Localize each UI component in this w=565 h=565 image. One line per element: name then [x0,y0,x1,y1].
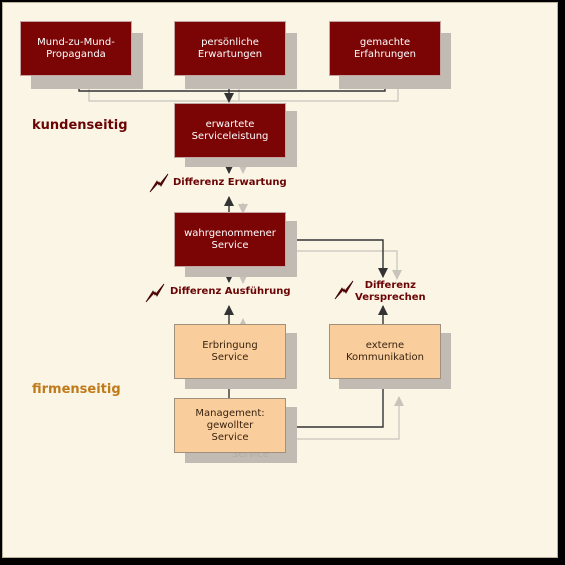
node-externe-kommunikation: externe Kommunikation [329,324,441,379]
ghost-service-label: Service [232,449,269,460]
label-kundenseitig: kundenseitig [32,118,128,133]
connector-wahrgenommen-to-versprechen [286,239,388,278]
connector-management-right-shadow [295,396,404,440]
lightning-bolt-icon [145,283,165,303]
node-erbringung-service: Erbringung Service [174,324,286,379]
lightning-bolt-icon [149,173,169,193]
node-management-gewollter-service: Management: gewollter Service [174,398,286,453]
node-mund-zu-mund-propaganda: Mund-zu-Mund- Propaganda [20,21,132,76]
node-erwartete-serviceleistung: erwartete Serviceleistung [174,103,286,158]
connector-management-to-extern [286,378,388,428]
label-differenz-ausfuehrung: Differenz Ausführung [170,286,291,297]
node-persoenliche-erwartungen: persönliche Erwartungen [174,21,286,76]
diagram-canvas: Service Mund-zu-Mund- Propaganda persönl… [2,2,558,558]
node-gemachte-erfahrungen: gemachte Erfahrungen [329,21,441,76]
node-wahrgenommener-service: wahrgenommener Service [174,212,286,267]
connector-wahrgenommen-right-shadow [295,250,402,280]
label-differenz-erwartung: Differenz Erwartung [173,177,287,188]
label-firmenseitig: firmenseitig [32,382,121,397]
lightning-bolt-icon [334,280,354,300]
label-differenz-versprechen: Differenz Versprechen [355,280,426,303]
